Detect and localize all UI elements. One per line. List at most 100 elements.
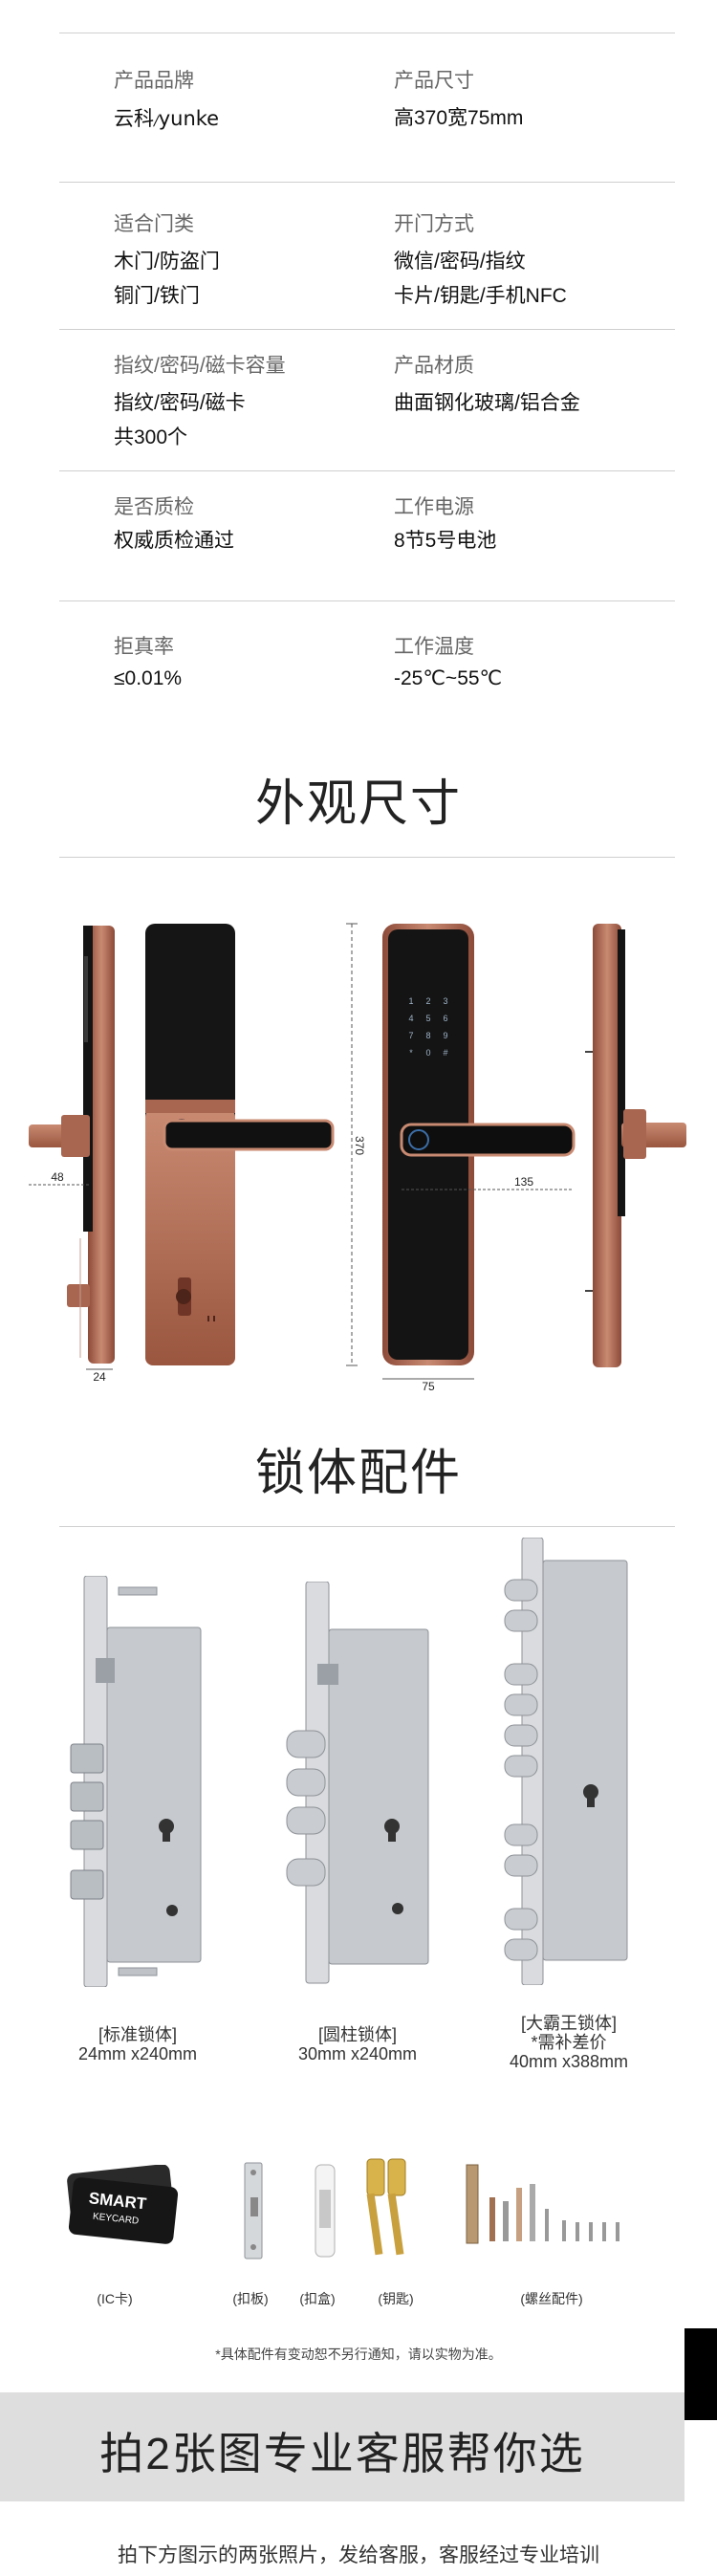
strike-plate-image	[244, 2162, 263, 2259]
keypad-key[interactable]: 5	[425, 1014, 430, 1023]
spec-value: 8节5号电池	[394, 524, 671, 558]
spec-label: 拒真率	[114, 636, 174, 658]
spec-value: -25℃~55℃	[394, 662, 671, 696]
keypad-key[interactable]: 2	[425, 996, 430, 1006]
spec-label: 产品尺寸	[394, 70, 474, 92]
spec-value: 高370宽75mm	[394, 101, 671, 136]
spec-cell-material: 产品材质 曲面钢化玻璃/铝合金	[394, 352, 671, 421]
accessory-label-strike-box: (扣盒)	[299, 2291, 336, 2306]
spec-label: 指纹/密码/磁卡容量	[114, 355, 286, 377]
spec-value-line: 权威质检通过	[114, 530, 234, 552]
spec-cell-brand: 产品品牌 云科/yunke	[114, 67, 391, 132]
strike-box-image	[315, 2164, 336, 2258]
spec-value-line: 卡片/钥匙/手机NFC	[394, 285, 567, 307]
card-line2: KEYCARD	[92, 2212, 139, 2227]
caption-line: 30mm x240mm	[297, 2044, 418, 2063]
accessory-label-keys: (钥匙)	[378, 2291, 414, 2306]
spec-value: ≤0.01%	[114, 662, 391, 696]
spec-value-line: ≤0.01%	[114, 667, 183, 689]
lockbody-cylinder-image	[286, 1582, 429, 1984]
spec-label: 适合门类	[114, 213, 194, 235]
caption-line: 24mm x240mm	[77, 2044, 198, 2063]
lockbody-rule	[59, 1526, 675, 1527]
keypad-key[interactable]: 6	[443, 1014, 447, 1023]
spec-cell-door: 适合门类 木门/防盗门 铜门/铁门	[114, 210, 391, 314]
caption-line: [大霸王锁体]	[520, 2014, 617, 2033]
spec-value-line: 铜门/铁门	[114, 285, 200, 307]
spec-cell-unlock: 开门方式 微信/密码/指纹 卡片/钥匙/手机NFC	[394, 210, 671, 314]
screws-image	[466, 2164, 619, 2244]
spec-value: 木门/防盗门 铜门/铁门	[114, 245, 391, 314]
spec-value: 指纹/密码/磁卡 共300个	[114, 386, 391, 455]
lock-side-view-left	[29, 926, 115, 1364]
spec-value: 曲面钢化玻璃/铝合金	[394, 386, 671, 421]
lockbody-standard-image	[70, 1576, 202, 1987]
spec-rule	[59, 329, 675, 330]
spec-rule	[59, 470, 675, 471]
spec-rule	[59, 600, 675, 601]
brand-cn: 云科	[114, 107, 154, 130]
banner-text: 拍2张图专业客服帮你选	[99, 2429, 585, 2478]
lockbody-standard-caption: [标准锁体] 24mm x240mm	[71, 2025, 205, 2063]
spec-cell-capacity: 指纹/密码/磁卡容量 指纹/密码/磁卡 共300个	[114, 352, 391, 455]
spec-cell-power: 工作电源 8节5号电池	[394, 493, 671, 558]
black-side-tab	[684, 2328, 717, 2420]
dim-370: 370	[353, 1136, 366, 1155]
spec-value-line: 微信/密码/指纹	[394, 251, 526, 273]
spec-label: 工作温度	[394, 636, 474, 658]
dim-135: 135	[514, 1175, 533, 1189]
lock-front-view	[145, 924, 335, 1365]
spec-cell-size: 产品尺寸 高370宽75mm	[394, 67, 671, 136]
keys-image	[366, 2158, 406, 2256]
disclaimer-note: *具体配件有变动恕不另行通知，请以实物为准。	[215, 2347, 502, 2362]
spec-value-line: 8节5号电池	[394, 530, 497, 552]
spec-value-line: -25℃~55℃	[394, 667, 503, 689]
spec-value: 权威质检通过	[114, 524, 391, 558]
accessory-label-ic-card: (IC卡)	[97, 2291, 133, 2306]
caption-line: [标准锁体]	[98, 2025, 177, 2044]
brand-en: yunke	[158, 107, 220, 130]
spec-label: 工作电源	[394, 496, 474, 518]
caption-line: [圆柱锁体]	[317, 2025, 397, 2044]
footer-instruction: 拍下方图示的两张照片，发给客服，客服经过专业培训	[118, 2544, 599, 2566]
keypad: 1 2 3 4 5 6 7 8 9 * 0 #	[408, 996, 447, 1058]
dim-48: 48	[51, 1170, 64, 1184]
spec-cell-qc: 是否质检 权威质检通过	[114, 493, 391, 558]
lockbody-title: 锁体配件	[254, 1446, 462, 1501]
caption-line: *需补差价	[531, 2033, 607, 2052]
ic-card-image: SMART KEYCARD	[67, 2165, 179, 2244]
lockbody-large-caption: [大霸王锁体] *需补差价 40mm x388mm	[497, 2014, 641, 2071]
spec-cell-temp: 工作温度 -25℃~55℃	[394, 633, 671, 696]
spec-value-line: 共300个	[114, 426, 188, 448]
keypad-key[interactable]: *	[409, 1048, 413, 1058]
lock-dimension-figure: 48 24 370 1 2 3 4 5 6 7 8 9 * 0 #	[29, 923, 686, 1393]
keypad-key[interactable]: 9	[443, 1031, 447, 1040]
keypad-key[interactable]: 8	[425, 1031, 430, 1040]
keypad-key[interactable]: 0	[425, 1048, 430, 1058]
service-banner: 拍2张图专业客服帮你选	[0, 2392, 684, 2501]
spec-value-line: 木门/防盗门	[114, 251, 220, 273]
keypad-key[interactable]: #	[443, 1048, 447, 1058]
brand-slash: /	[154, 114, 159, 129]
keypad-key[interactable]: 3	[443, 996, 447, 1006]
lock-side-view-right	[585, 924, 686, 1367]
lockbody-large-image	[504, 1538, 628, 1985]
spec-value-line: 曲面钢化玻璃/铝合金	[394, 392, 580, 414]
caption-line: 40mm x388mm	[509, 2052, 629, 2071]
spec-label: 开门方式	[394, 213, 474, 235]
appearance-title: 外观尺寸	[254, 776, 462, 832]
spec-rule	[59, 182, 675, 183]
spec-label: 产品材质	[394, 355, 474, 377]
spec-label: 是否质检	[114, 496, 194, 518]
accessory-label-strike-plate: (扣板)	[232, 2291, 269, 2306]
keypad-key[interactable]: 7	[408, 1031, 413, 1040]
dim-24: 24	[93, 1370, 106, 1384]
spec-value-line: 指纹/密码/磁卡	[114, 392, 246, 414]
keypad-key[interactable]: 4	[408, 1014, 413, 1023]
appearance-rule	[59, 857, 675, 858]
keypad-key[interactable]: 1	[408, 996, 413, 1006]
dim-75: 75	[422, 1380, 435, 1393]
spec-cell-frr: 拒真率 ≤0.01%	[114, 633, 391, 696]
accessory-label-screws: (螺丝配件)	[520, 2291, 583, 2306]
brand-logo: 云科/yunke	[114, 103, 391, 132]
